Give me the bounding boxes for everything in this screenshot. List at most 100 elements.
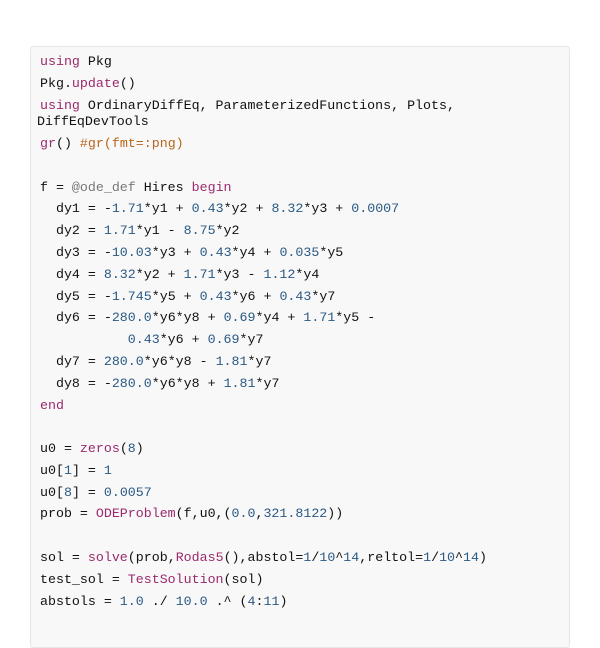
number-token: 8.75 <box>183 223 216 239</box>
code-token: / <box>311 549 320 565</box>
number-token: 0.43 <box>191 201 224 217</box>
code-token: (sol) <box>223 571 264 587</box>
code-token: ] = <box>71 462 104 478</box>
comment-token: #gr(fmt=:png) <box>79 136 184 152</box>
number-token: 8 <box>127 441 136 457</box>
code-token: u0[ <box>40 484 64 500</box>
code-token: *y2 + <box>223 201 272 217</box>
function-token: Rodas5 <box>175 549 224 565</box>
code-line <box>40 523 487 545</box>
code-token: ( <box>119 441 128 457</box>
code-line: gr() #gr(fmt=:png) <box>40 131 487 153</box>
code-token: dy1 = - <box>40 201 112 217</box>
code-token: dy5 = - <box>40 288 112 304</box>
number-token: 1.71 <box>103 223 136 239</box>
code-token: *y3 - <box>215 266 264 282</box>
code-token: (f,u0,( <box>175 506 232 522</box>
number-token: 1.81 <box>215 353 248 369</box>
code-token: *y7 <box>255 375 280 391</box>
function-token: zeros <box>79 441 120 457</box>
number-token: 8.32 <box>271 201 304 217</box>
number-token: 8.32 <box>103 266 136 282</box>
code-token: Pkg. <box>40 75 72 91</box>
number-token: 0.69 <box>207 332 240 348</box>
code-token: *y2 + <box>135 266 184 282</box>
code-token: *y1 + <box>143 201 192 217</box>
code-token: *y5 + <box>151 288 200 304</box>
keyword-token: using <box>40 97 80 113</box>
code-line <box>40 414 487 436</box>
number-token: 10.0 <box>175 593 208 609</box>
code-token: sol = <box>40 549 88 565</box>
code-token: ) <box>135 441 144 457</box>
code-line: u0[8] = 0.0057 <box>40 479 487 501</box>
code-token: *y7 <box>239 332 264 348</box>
code-line: using Pkg <box>40 49 487 71</box>
code-token: .^ ( <box>207 593 248 609</box>
number-token: 0.43 <box>127 332 160 348</box>
number-token: 1 <box>423 549 432 565</box>
code-token: dy3 = - <box>40 245 112 261</box>
function-token: gr <box>40 136 56 152</box>
number-token: 10.03 <box>111 245 152 261</box>
keyword-token: using <box>40 54 80 70</box>
code-token: *y3 + <box>303 201 352 217</box>
number-token: 11 <box>263 593 280 609</box>
number-token: 0.035 <box>279 245 320 261</box>
code-token: )) <box>327 506 344 522</box>
number-token: 1.71 <box>111 201 144 217</box>
number-token: 14 <box>343 549 360 565</box>
code-token: , <box>255 506 264 522</box>
code-token: *y6 + <box>159 332 208 348</box>
number-token: 1.81 <box>223 375 256 391</box>
number-token: 1 <box>103 462 112 478</box>
code-line: dy1 = -1.71*y1 + 0.43*y2 + 8.32*y3 + 0.0… <box>40 196 487 218</box>
code-token: dy6 = - <box>40 310 112 326</box>
number-token: 1.12 <box>263 266 296 282</box>
code-line: dy4 = 8.32*y2 + 1.71*y3 - 1.12*y4 <box>40 262 487 284</box>
number-token: 0.43 <box>279 288 312 304</box>
code-line: sol = solve(prob,Rodas5(),abstol=1/10^14… <box>40 545 487 567</box>
number-token: 1.71 <box>303 310 336 326</box>
code-line: u0 = zeros(8) <box>40 436 487 458</box>
code-token: ) <box>479 549 487 565</box>
code-token: ./ <box>143 593 176 609</box>
code-token: *y7 <box>311 288 336 304</box>
code-token: () <box>55 136 80 152</box>
code-token: u0[ <box>40 462 64 478</box>
code-token: OrdinaryDiffEq, ParameterizedFunctions, … <box>79 97 455 113</box>
code-line: DiffEqDevTools <box>37 114 487 131</box>
code-token: *y7 <box>247 353 272 369</box>
code-line: dy8 = -280.0*y6*y8 + 1.81*y7 <box>40 371 487 393</box>
code-line: Pkg.update() <box>40 71 487 93</box>
code-token: ^ <box>335 549 344 565</box>
code-token: dy8 = - <box>40 375 112 391</box>
code-token: dy7 = <box>40 353 104 369</box>
code-token: (),abstol= <box>223 549 304 565</box>
function-token: TestSolution <box>127 571 224 587</box>
code-token: DiffEqDevTools <box>37 114 149 130</box>
code-token: prob = <box>40 506 96 522</box>
code-token: (prob, <box>127 549 176 565</box>
code-token: *y6 + <box>231 288 280 304</box>
number-token: 1.745 <box>111 288 152 304</box>
code-line: u0[1] = 1 <box>40 458 487 480</box>
code-token: Pkg <box>79 54 112 70</box>
code-token: f = <box>40 179 72 195</box>
code-line: 0.43*y6 + 0.69*y7 <box>40 327 487 349</box>
number-token: 14 <box>463 549 479 565</box>
code-token: test_sol = <box>40 571 128 587</box>
function-token: ODEProblem <box>95 506 176 522</box>
code-token: *y5 <box>319 245 344 261</box>
code-line: end <box>40 392 487 414</box>
number-token: 0.43 <box>199 245 232 261</box>
code-line <box>40 153 487 175</box>
code-line: dy6 = -280.0*y6*y8 + 0.69*y4 + 1.71*y5 - <box>40 305 487 327</box>
code-line: test_sol = TestSolution(sol) <box>40 567 487 589</box>
code-line: prob = ODEProblem(f,u0,(0.0,321.8122)) <box>40 501 487 523</box>
code-line: abstols = 1.0 ./ 10.0 .^ (4:11) <box>40 588 487 610</box>
code-token: *y6*y8 + <box>151 310 224 326</box>
number-token: 280.0 <box>103 353 144 369</box>
